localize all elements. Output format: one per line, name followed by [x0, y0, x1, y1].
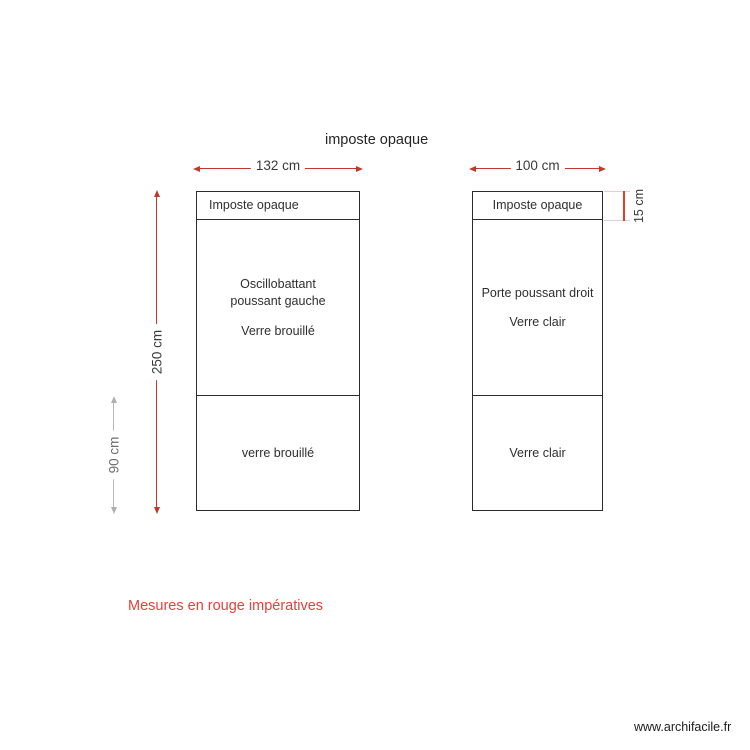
- right-window-upper-sash[interactable]: Porte poussant droit Verre clair: [473, 220, 602, 396]
- dimension-transom-leader-bottom: [604, 220, 630, 221]
- right-window-lower-sash[interactable]: Verre clair: [473, 396, 602, 510]
- dimension-label-100: 100 cm: [510, 158, 565, 173]
- left-lower-sash-glass: verre brouillé: [241, 445, 315, 460]
- drawing-title: imposte opaque: [325, 132, 429, 148]
- left-upper-sash-type-line2: poussant gauche: [230, 294, 326, 309]
- arrow-right-icon: [356, 165, 363, 172]
- left-transom-label: Imposte opaque: [209, 198, 299, 213]
- dimension-label-132: 132 cm: [250, 158, 306, 173]
- dimension-width-left-window: 132 cm: [193, 158, 363, 173]
- left-window-upper-sash[interactable]: Oscillobattant poussant gauche Verre bro…: [197, 220, 359, 396]
- window-left[interactable]: Imposte opaque Oscillobattant poussant g…: [196, 191, 360, 511]
- arrow-down-icon: [110, 507, 117, 514]
- dimension-total-height: 250 cm: [149, 190, 164, 514]
- dimension-transom-leader-top: [604, 191, 630, 192]
- dimension-lower-sash-height: 90 cm: [106, 396, 121, 514]
- arrow-left-icon: [469, 165, 476, 172]
- arrow-left-icon: [193, 165, 200, 172]
- dimension-transom-height-label-wrap: 15 cm: [631, 188, 647, 224]
- right-upper-sash-glass: Verre clair: [509, 315, 566, 329]
- right-lower-sash-glass: Verre clair: [509, 445, 566, 460]
- left-upper-sash-type-line1: Oscillobattant: [240, 276, 316, 291]
- dimension-width-right-window: 100 cm: [469, 158, 606, 173]
- right-transom-label: Imposte opaque: [492, 198, 583, 213]
- arrow-down-icon: [153, 507, 160, 514]
- right-window-transom[interactable]: Imposte opaque: [473, 192, 602, 220]
- arrow-right-icon: [599, 165, 606, 172]
- left-upper-sash-glass: Verre brouillé: [241, 323, 315, 338]
- dimension-label-250: 250 cm: [149, 323, 164, 381]
- window-right[interactable]: Imposte opaque Porte poussant droit Verr…: [472, 191, 603, 511]
- dimension-label-15: 15 cm: [632, 188, 646, 224]
- arrow-up-icon: [110, 396, 117, 403]
- arrow-up-icon: [153, 190, 160, 197]
- left-window-lower-sash[interactable]: verre brouillé: [197, 396, 359, 510]
- dimension-transom-tick: [623, 191, 625, 221]
- watermark: www.archifacile.fr: [634, 720, 732, 734]
- footer-note: Mesures en rouge impératives: [128, 598, 324, 614]
- left-window-transom[interactable]: Imposte opaque: [197, 192, 359, 220]
- dimension-label-90: 90 cm: [106, 430, 121, 480]
- right-upper-sash-type-line1: Porte poussant droit: [481, 285, 594, 300]
